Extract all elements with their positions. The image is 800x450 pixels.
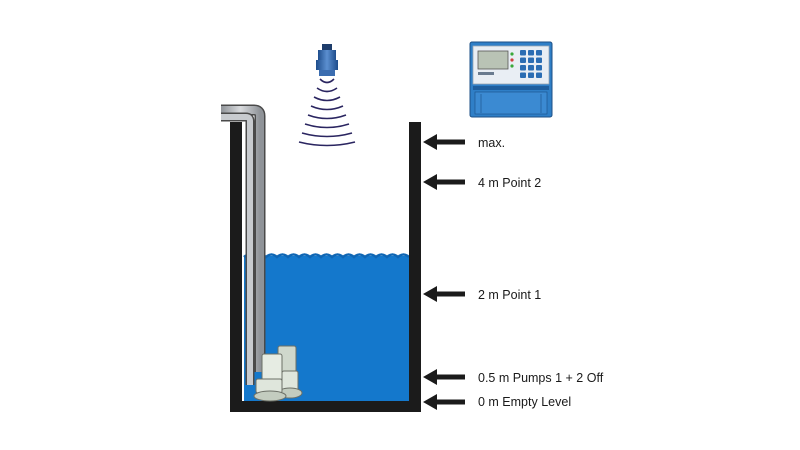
arrow-point-1 <box>423 286 465 302</box>
keypad-key <box>520 65 526 71</box>
keypad-key <box>520 57 526 63</box>
keypad-key <box>536 72 542 78</box>
tank-right-wall <box>409 122 421 412</box>
sound-wave-arc <box>304 123 350 129</box>
keypad-key <box>528 65 534 71</box>
sound-wave-arc <box>319 78 335 84</box>
level-label-max: max. <box>478 136 506 150</box>
keypad-key <box>536 50 542 56</box>
arrow-point-2 <box>423 174 465 190</box>
level-label-pumps-off: 0.5 m Pumps 1 + 2 Off <box>478 371 604 385</box>
arrow-max <box>423 134 465 150</box>
keypad-key <box>520 72 526 78</box>
keypad-key <box>528 72 534 78</box>
sound-wave-arc <box>310 105 344 111</box>
keypad-key <box>536 65 542 71</box>
level-label-point-2: 4 m Point 2 <box>478 176 542 190</box>
level-controller-icon <box>469 41 553 118</box>
level-arrows <box>423 134 465 410</box>
keypad-key <box>528 57 534 63</box>
tank-left-wall <box>230 122 242 412</box>
level-label-empty: 0 m Empty Level <box>478 395 572 409</box>
submersible-pump-icon <box>253 345 303 402</box>
sound-wave-arc <box>298 141 356 147</box>
tank <box>230 122 421 412</box>
sound-wave-arc <box>307 114 347 120</box>
arrow-empty <box>423 394 465 410</box>
pump-1 <box>253 353 287 402</box>
sound-waves <box>298 78 356 147</box>
arrow-pumps-off <box>423 369 465 385</box>
discharge-pipe <box>221 104 266 385</box>
level-label-point-1: 2 m Point 1 <box>478 288 542 302</box>
keypad-key <box>520 50 526 56</box>
keypad-key <box>528 50 534 56</box>
keypad-key <box>536 57 542 63</box>
ultrasonic-sensor-icon <box>298 44 356 147</box>
water-surface-waves <box>243 253 410 259</box>
controller-keypad <box>520 50 542 78</box>
tank-floor <box>230 401 421 412</box>
sound-wave-arc <box>316 87 338 93</box>
sound-wave-arc <box>313 96 341 102</box>
sound-wave-arc <box>301 132 353 138</box>
